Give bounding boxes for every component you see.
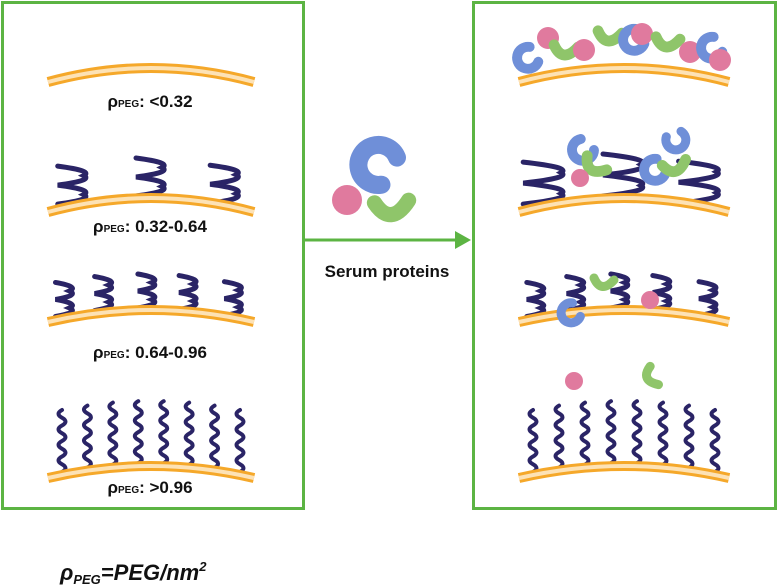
peg-brush-icon (683, 403, 695, 470)
protein-blue-icon (556, 298, 585, 328)
protein-green-icon (366, 192, 417, 223)
peg-chain-icon (608, 271, 631, 311)
peg-brush-icon (657, 400, 669, 467)
peg-brush-icon (81, 403, 93, 470)
protein-pink-icon (679, 41, 701, 63)
density-label-1: ρPEG: <0.32 (107, 92, 192, 111)
membrane-inner (518, 308, 730, 324)
membrane-inner (518, 196, 730, 214)
arrow (304, 231, 471, 249)
arrow-label: Serum proteins (325, 262, 450, 281)
peg-brush-icon (56, 407, 68, 474)
peg-chain-icon (92, 274, 114, 314)
protein-pink-icon (631, 23, 653, 45)
protein-blue-icon (618, 23, 650, 56)
protein-pink-icon (641, 291, 659, 309)
membrane-inner (47, 66, 255, 84)
peg-chain-icon (524, 279, 547, 319)
diagram-shapes (46, 23, 731, 483)
protein-pink-icon (709, 49, 731, 71)
protein-green-icon (581, 150, 613, 177)
peg-chain-icon (176, 273, 199, 313)
peg-brush-icon (234, 407, 246, 474)
protein-pink-icon (332, 185, 362, 215)
density-label-2: ρPEG: 0.32-0.64 (93, 217, 207, 236)
membrane-inner (47, 196, 255, 214)
peg-chain-icon (133, 155, 167, 199)
peg-chain-icon (564, 274, 587, 314)
protein-pink-icon (571, 169, 589, 187)
peg-brush-icon (527, 408, 539, 475)
right-panel-frame (472, 1, 777, 510)
protein-pink-icon (573, 39, 595, 61)
density-label-4: ρPEG: >0.96 (107, 478, 192, 497)
peg-brush-icon (605, 399, 617, 466)
peg-chain-icon (221, 279, 244, 319)
arrow-head (455, 231, 471, 249)
peg-brush-icon (183, 400, 195, 467)
peg-chain-icon (55, 163, 89, 207)
peg-brush-icon (107, 400, 119, 467)
peg-brush-icon (553, 403, 565, 470)
density-label-3: ρPEG: 0.64-0.96 (93, 343, 207, 362)
protein-green-icon (642, 361, 663, 390)
protein-blue-icon (639, 153, 671, 186)
peg-chain-icon (696, 279, 719, 319)
peg-brush-icon (579, 400, 591, 467)
left-panel-frame (1, 1, 305, 510)
protein-green-icon (589, 273, 619, 291)
peg-brush-icon (158, 399, 170, 466)
protein-pink-icon (565, 372, 583, 390)
peg-chain-icon (676, 158, 721, 206)
protein-green-icon (656, 153, 692, 178)
peg-brush-icon (709, 408, 721, 475)
peg-chain-icon (520, 159, 566, 207)
membrane-inner (518, 464, 730, 480)
peg-chain-icon (600, 151, 646, 199)
peg-brush-icon (132, 399, 144, 466)
peg-brush-icon (209, 403, 221, 470)
membrane-inner (518, 66, 730, 84)
peg-chain-icon (207, 162, 241, 206)
peg-chain-icon (135, 271, 158, 311)
protein-blue-icon (512, 41, 544, 74)
membrane-inner (47, 464, 255, 480)
protein-blue-icon (349, 135, 407, 194)
density-formula: ρPEG=PEG/nm2 (59, 559, 207, 587)
peg-chain-icon (52, 279, 75, 319)
protein-blue-icon (661, 126, 691, 155)
protein-green-icon (650, 31, 686, 53)
membrane-inner (47, 308, 255, 324)
peg-brush-icon (631, 399, 643, 466)
